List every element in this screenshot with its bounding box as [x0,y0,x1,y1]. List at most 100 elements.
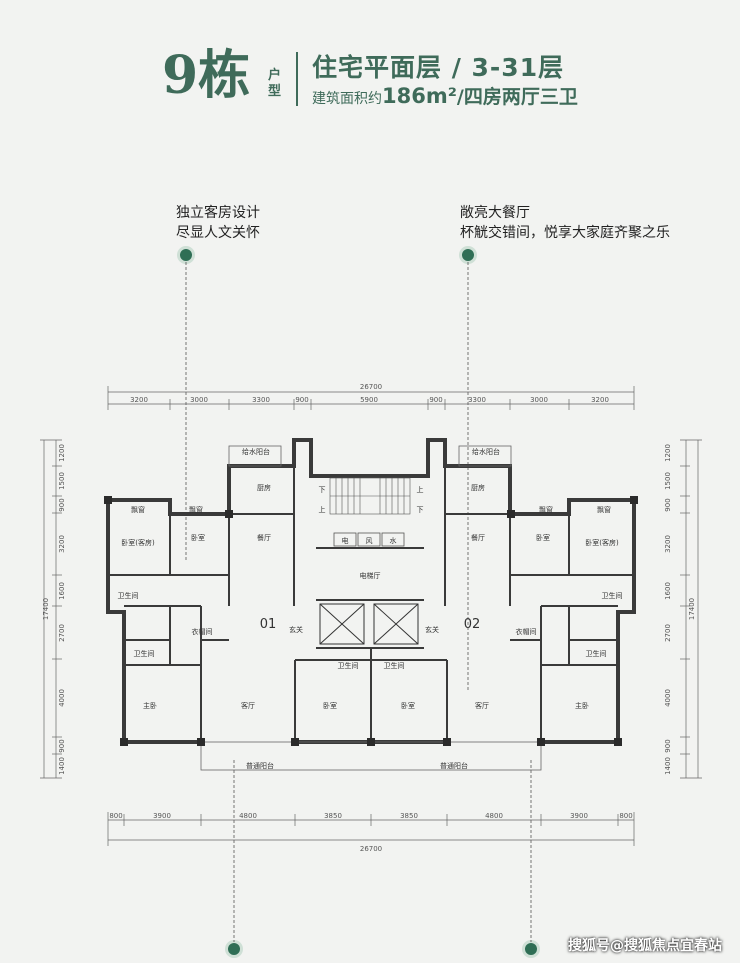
room-label: 卧室(客房) [585,538,619,547]
bottom-dimension-lines [107,812,635,846]
room-label: 普通阳台 [246,761,274,770]
stair-label: 下 [417,506,424,514]
left-dim: 1600 [58,582,66,600]
area-line: 建筑面积约186m²/四房两厅三卫 [312,82,578,109]
top-total-dim: 26700 [360,383,382,391]
stair-label: 上 [417,485,424,494]
callout-dot-right [462,249,474,261]
room-label: 卧室 [191,533,205,542]
bottom-total-dim: 26700 [360,845,382,853]
inner-walls [108,466,634,742]
elevators [319,603,419,645]
right-dim: 900 [664,498,672,511]
shaft-label: 风 [366,537,373,545]
right-dim: 1600 [664,582,672,600]
room-label: 厨房 [257,483,271,492]
bottom-dim: 4800 [239,812,257,820]
watermark: 搜狐号@搜狐焦点宜春站 [568,938,722,954]
room-label: 玄关 [425,625,439,634]
room-label: 卫生间 [384,661,405,670]
room-label: 主卧 [143,701,157,710]
room-label: 卧室 [536,533,550,542]
top-dims: 3200 3000 3300 900 5900 900 3300 3000 32… [130,396,609,404]
top-dim: 3300 [468,396,486,404]
room-label: 客厅 [475,701,489,710]
bottom-dims: 800 3900 4800 3850 3850 4800 3900 800 [109,812,632,820]
top-dim: 3200 [591,396,609,404]
room-label: 客厅 [241,701,255,710]
top-dim: 3200 [130,396,148,404]
left-dim: 1400 [58,757,66,775]
left-dim: 900 [58,739,66,752]
unit-number-01: 01 [260,617,277,632]
callout-dot-bottom-right [525,943,537,955]
area-prefix: 建筑面积约 [312,91,382,107]
room-layout: /四房两厅三卫 [456,86,578,108]
right-total-dim: 17400 [688,598,696,620]
room-label: 给水阳台 [242,447,270,456]
room-label: 卫生间 [134,649,155,658]
bottom-dim: 4800 [485,812,503,820]
right-dim: 900 [664,739,672,752]
right-dim: 1200 [664,444,672,462]
room-label: 衣帽间 [192,627,213,636]
right-dim: 1400 [664,757,672,775]
left-dimension-lines [40,439,62,779]
top-dim: 3000 [530,396,548,404]
top-dimension-lines [107,386,635,410]
left-dims: 1200 1500 900 3200 1600 2700 4000 900 14… [42,444,66,775]
top-dim: 3000 [190,396,208,404]
left-total-dim: 17400 [42,598,50,620]
callout-dot-left [180,249,192,261]
bottom-dim: 800 [619,812,632,820]
feature-left-line1: 独立客房设计 [176,205,260,221]
room-label: 卫生间 [586,649,607,658]
callout-dot-bottom-left [228,943,240,955]
left-dim: 900 [58,498,66,511]
area-value: 186m² [382,84,457,108]
unit-number-02: 02 [464,617,481,632]
right-dimension-lines [680,439,702,779]
top-dim: 900 [295,396,308,404]
bottom-dim: 800 [109,812,122,820]
right-dim: 2700 [664,624,672,642]
feature-left-line2: 尽显人文关怀 [176,225,260,241]
room-label: 卫生间 [338,661,359,670]
right-dims: 1200 1500 900 3200 1600 2700 4000 900 14… [664,444,696,775]
left-dim: 1200 [58,444,66,462]
room-label: 飘窗 [131,505,145,514]
bottom-dim: 3900 [570,812,588,820]
right-dim: 4000 [664,689,672,707]
room-label: 厨房 [471,483,485,492]
feature-left: 独立客房设计 尽显人文关怀 [176,203,260,243]
feature-right: 敞亮大餐厅 杯觥交错间，悦享大家庭齐聚之乐 [460,203,670,243]
room-label: 卧室(客房) [121,538,155,547]
floor-subtitle: 住宅平面层 / 3-31层 [312,53,565,82]
title-block: 9栋 户型 住宅平面层 / 3-31层 建筑面积约186m²/四房两厅三卫 [0,40,740,110]
left-dim: 1500 [58,472,66,490]
bottom-dim: 3850 [324,812,342,820]
room-label: 给水阳台 [472,447,500,456]
columns [104,496,638,746]
left-dim: 4000 [58,689,66,707]
room-label: 主卧 [575,701,589,710]
left-dim: 2700 [58,624,66,642]
title-divider [296,52,298,106]
room-label: 卧室 [323,701,337,710]
room-label: 衣帽间 [516,627,537,636]
room-label: 卧室 [401,701,415,710]
top-dim: 5900 [360,396,378,404]
top-dim: 900 [429,396,442,404]
room-labels: 给水阳台 给水阳台 厨房 厨房 餐厅 餐厅 飘窗 飘窗 飘窗 飘窗 卧室(客房)… [118,447,623,770]
unit-type-label: 户型 [268,68,282,99]
bottom-dim: 3900 [153,812,171,820]
staircase [329,477,411,515]
bottom-dim: 3850 [400,812,418,820]
room-label: 飘窗 [597,505,611,514]
building-number: 9栋 [162,45,251,106]
feature-right-line2: 杯觥交错间，悦享大家庭齐聚之乐 [460,225,670,241]
feature-right-line1: 敞亮大餐厅 [460,205,530,221]
room-label: 餐厅 [471,533,485,542]
room-label: 电梯厅 [360,571,381,580]
